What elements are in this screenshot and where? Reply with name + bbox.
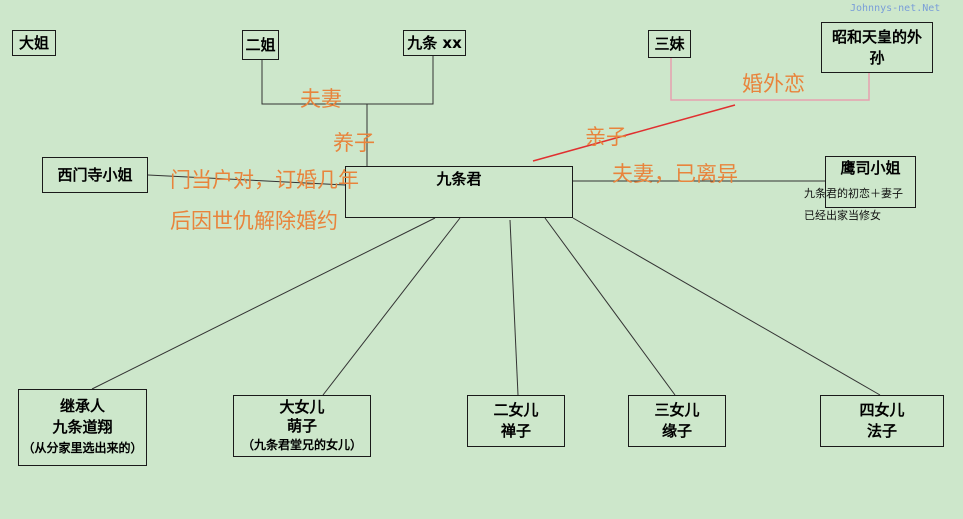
label-affair: 婚外恋	[742, 72, 805, 96]
node-showa-grandson: 昭和天皇的外孙	[821, 22, 933, 73]
node-daughter-3: 三女儿 缘子	[628, 395, 726, 447]
label-biological: 亲子	[585, 125, 627, 149]
label-engaged: 门当户对，订婚几年	[170, 168, 359, 192]
node-eldest-sister: 大姐	[12, 30, 56, 56]
heir-note: （从分家里选出来的）	[22, 441, 143, 455]
label-divorced: 夫妻，已离异	[612, 162, 738, 186]
node-takatsukasa: 鹰司小姐	[825, 156, 916, 208]
daughter-4-name: 法子	[866, 422, 897, 440]
takatsukasa-note-2: 已经出家当修女	[804, 209, 881, 222]
label-adopted: 养子	[333, 131, 375, 155]
label-couple: 夫妻	[300, 87, 342, 111]
daughter-1-title: 大女儿	[279, 397, 325, 416]
daughter-2-name: 禅子	[500, 422, 531, 440]
node-kujo-xx: 九条 xx	[403, 30, 466, 56]
daughter-4-title: 四女儿	[859, 401, 905, 419]
node-second-sister: 二姐	[242, 30, 279, 60]
node-daughter-4: 四女儿 法子	[820, 395, 944, 447]
heir-name: 九条道翔	[52, 418, 113, 436]
daughter-3-name: 缘子	[661, 422, 692, 440]
daughter-3-title: 三女儿	[654, 401, 700, 419]
node-kujo-kun: 九条君	[345, 166, 573, 218]
daughter-2-title: 二女儿	[493, 401, 539, 419]
daughter-1-name: 萌子	[286, 416, 317, 435]
node-heir: 继承人 九条道翔 （从分家里选出来的）	[18, 389, 147, 466]
heir-title: 继承人	[59, 397, 105, 415]
watermark: Johnnys-net.Net	[850, 3, 941, 14]
node-saionji: 西门寺小姐	[42, 157, 148, 193]
label-broken-engagement: 后因世仇解除婚约	[170, 209, 338, 233]
daughter-1-note: （九条君堂兄的女儿）	[241, 437, 362, 452]
node-daughter-1: 大女儿 萌子 （九条君堂兄的女儿）	[233, 395, 371, 457]
node-third-sister: 三妹	[648, 30, 691, 58]
takatsukasa-note-1: 九条君的初恋＋妻子	[804, 187, 903, 200]
node-daughter-2: 二女儿 禅子	[467, 395, 565, 447]
